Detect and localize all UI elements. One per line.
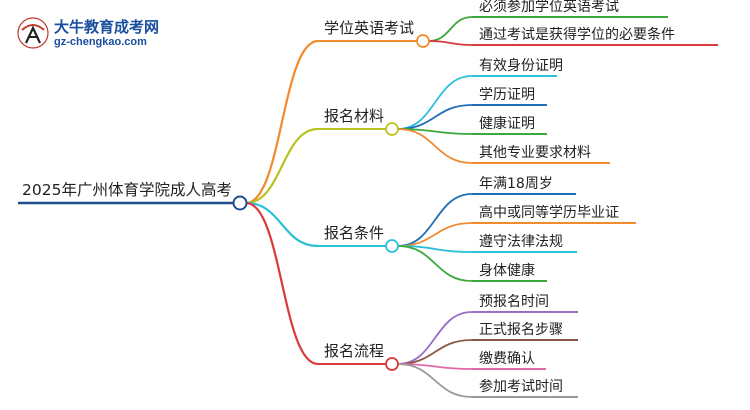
child-label: 有效身份证明 (479, 58, 563, 74)
child-label: 年满18周岁 (479, 176, 553, 192)
child-label: 遵守法律法规 (479, 233, 563, 250)
child-label: 预报名时间 (479, 294, 549, 310)
branch-connector (244, 201, 320, 248)
branch-connector (244, 201, 320, 366)
root-label: 2025年广州体育学院成人高考 (22, 180, 232, 199)
child-label: 健康证明 (479, 115, 535, 132)
child-label: 参加考试时间 (479, 378, 563, 395)
branch-node (385, 357, 399, 371)
child-label: 通过考试是获得学位的必要条件 (479, 26, 675, 43)
branch-label: 学位英语考试 (324, 19, 414, 37)
logo-url: gz-chengkao.com (54, 36, 147, 48)
branch-node (385, 239, 399, 253)
child-label: 缴费确认 (479, 351, 535, 367)
child-connector (397, 193, 473, 247)
branch-node (416, 34, 430, 48)
logo-title: 大牛教育成考网 (54, 18, 160, 36)
child-connector (397, 245, 473, 282)
child-label: 学历证明 (479, 87, 535, 103)
branch-label: 报名材料 (324, 107, 384, 125)
branch-connector (244, 127, 320, 205)
child-label: 正式报名步骤 (479, 322, 563, 338)
child-connector (428, 16, 473, 42)
bull-logo-icon (17, 17, 49, 49)
branch-node (385, 122, 399, 136)
child-connector (397, 363, 473, 398)
child-label: 身体健康 (479, 262, 535, 279)
branch-connector (244, 39, 320, 205)
child-connector (397, 339, 473, 365)
child-connector (397, 75, 473, 130)
child-connector (397, 222, 473, 247)
root-node (232, 195, 248, 211)
child-connector (397, 311, 473, 365)
child-label: 其他专业要求材料 (479, 145, 591, 161)
branch-label: 报名条件 (324, 224, 384, 242)
site-logo[interactable]: 大牛教育成考网 gz-chengkao.com (14, 12, 164, 56)
child-label: 必须参加学位英语考试 (479, 0, 619, 15)
child-label: 高中或同等学历毕业证 (479, 204, 619, 221)
branch-label: 报名流程 (324, 342, 384, 360)
child-connector (428, 40, 473, 46)
child-connector (397, 128, 473, 164)
child-connector (397, 104, 473, 130)
